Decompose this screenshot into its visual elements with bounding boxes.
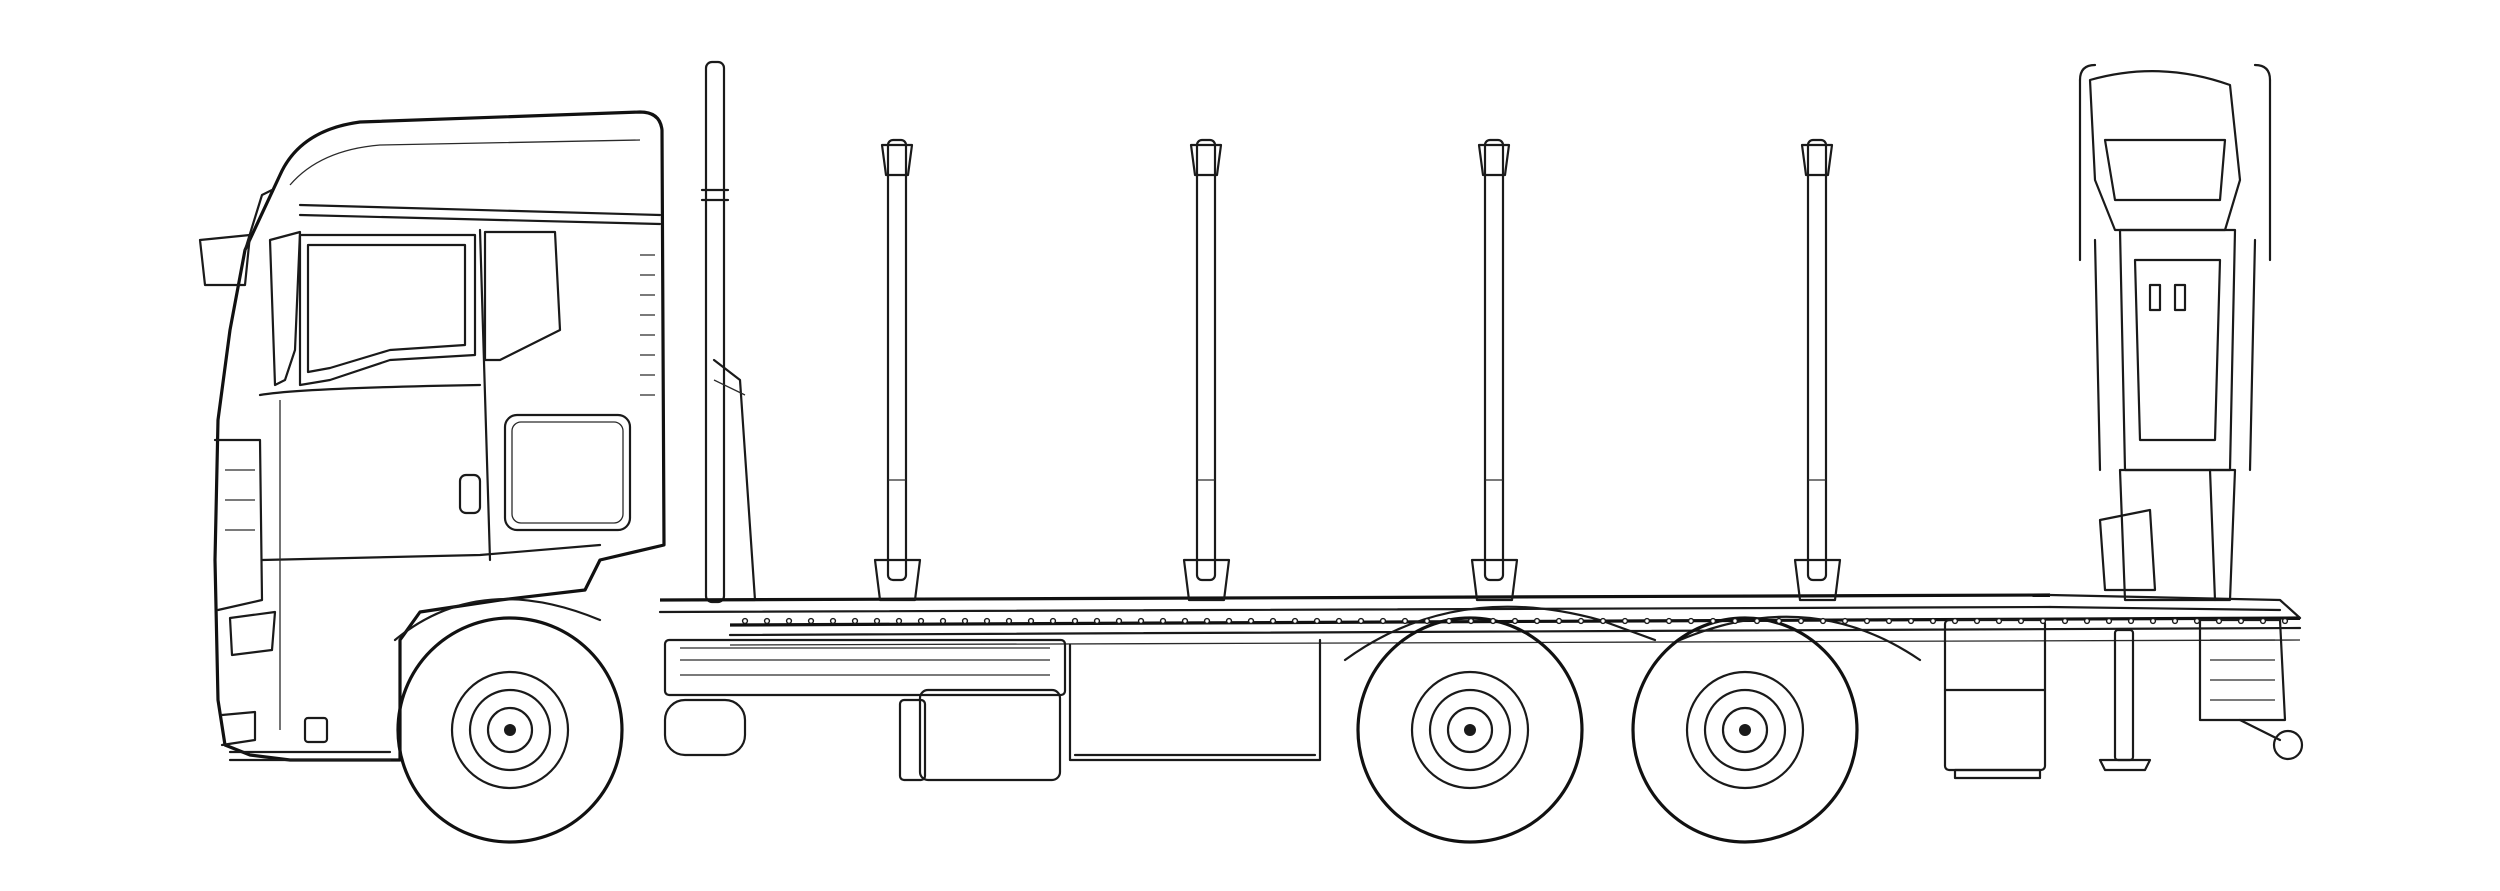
rivet bbox=[1885, 617, 1893, 625]
rivet bbox=[1225, 617, 1233, 625]
rivet bbox=[1511, 617, 1519, 625]
rivet bbox=[1577, 617, 1585, 625]
rivet bbox=[1665, 617, 1673, 625]
outrigger-leg bbox=[2113, 628, 2135, 762]
rivet bbox=[2127, 617, 2135, 625]
rivet bbox=[1753, 617, 1761, 625]
front-wheel bbox=[396, 616, 624, 844]
rivet bbox=[1819, 617, 1827, 625]
rivet bbox=[1467, 617, 1475, 625]
rivet bbox=[2193, 617, 2201, 625]
rivet bbox=[2061, 617, 2069, 625]
rivet bbox=[741, 617, 749, 625]
rivet bbox=[1687, 617, 1695, 625]
rivet bbox=[1995, 617, 2003, 625]
rivet bbox=[1049, 617, 1057, 625]
rivet bbox=[1533, 617, 1541, 625]
rear-wheel-1 bbox=[1356, 616, 1584, 844]
under-frame-equipment bbox=[663, 618, 2047, 782]
rivet bbox=[807, 617, 815, 625]
rivet bbox=[2039, 617, 2047, 625]
rivet bbox=[1423, 617, 1431, 625]
stake-2 bbox=[1182, 138, 1231, 602]
wheels bbox=[396, 616, 1859, 844]
rivet bbox=[1775, 617, 1783, 625]
rivet bbox=[1027, 617, 1035, 625]
side-mirror bbox=[198, 233, 252, 287]
rivet bbox=[939, 617, 947, 625]
rivet bbox=[1907, 617, 1915, 625]
crane-seat bbox=[2088, 70, 2242, 232]
rivet bbox=[1269, 617, 1277, 625]
cab bbox=[198, 110, 666, 762]
rivet bbox=[785, 617, 793, 625]
rivet bbox=[1335, 617, 1343, 625]
rivet bbox=[1709, 617, 1717, 625]
rivet bbox=[1555, 617, 1563, 625]
rivet bbox=[1951, 617, 1959, 625]
rivet bbox=[1445, 617, 1453, 625]
rivet bbox=[1093, 617, 1101, 625]
rivet bbox=[1973, 617, 1981, 625]
rear-wheel-2 bbox=[1631, 616, 1859, 844]
stake-1 bbox=[873, 138, 922, 602]
rivet bbox=[1401, 617, 1409, 625]
rivet bbox=[2237, 617, 2245, 625]
rivet bbox=[829, 617, 837, 625]
rivet bbox=[1621, 617, 1629, 625]
rivet bbox=[2259, 617, 2267, 625]
rivet bbox=[1489, 617, 1497, 625]
rivet bbox=[1797, 617, 1805, 625]
rivet bbox=[1181, 617, 1189, 625]
log-stakes bbox=[873, 138, 1842, 602]
rivet bbox=[1005, 617, 1013, 625]
rivet bbox=[1159, 617, 1167, 625]
fuel-tank bbox=[918, 688, 1062, 782]
rivet bbox=[1313, 617, 1321, 625]
rivet bbox=[983, 617, 991, 625]
rivet bbox=[1291, 617, 1299, 625]
rivet bbox=[2281, 617, 2289, 625]
rivet bbox=[1247, 617, 1255, 625]
rivet bbox=[2149, 617, 2157, 625]
stake-3 bbox=[1470, 138, 1519, 602]
rivet bbox=[961, 617, 969, 625]
stake-4 bbox=[1793, 138, 1842, 602]
rivet bbox=[2215, 617, 2223, 625]
rivet bbox=[1071, 617, 1079, 625]
rivet bbox=[1841, 617, 1849, 625]
toolbox bbox=[1943, 618, 2047, 772]
rivet bbox=[1863, 617, 1871, 625]
rivet bbox=[1203, 617, 1211, 625]
rivet bbox=[2105, 617, 2113, 625]
exhaust-stack bbox=[700, 60, 757, 604]
rivet bbox=[851, 617, 859, 625]
rivet bbox=[1115, 617, 1123, 625]
air-tank bbox=[663, 698, 747, 757]
crane bbox=[2078, 63, 2304, 772]
rivet bbox=[1137, 617, 1145, 625]
rivet bbox=[917, 617, 925, 625]
rivet bbox=[2083, 617, 2091, 625]
rivet bbox=[1731, 617, 1739, 625]
rivet bbox=[895, 617, 903, 625]
rivet bbox=[1599, 617, 1607, 625]
rivet bbox=[1643, 617, 1651, 625]
rivet bbox=[2017, 617, 2025, 625]
rivet bbox=[873, 617, 881, 625]
rivet bbox=[1929, 617, 1937, 625]
rivet bbox=[763, 617, 771, 625]
rivet bbox=[2171, 617, 2179, 625]
rivet bbox=[1357, 617, 1365, 625]
rivet bbox=[1379, 617, 1387, 625]
frame-rivets bbox=[741, 617, 2289, 625]
mudguards bbox=[393, 598, 1922, 662]
